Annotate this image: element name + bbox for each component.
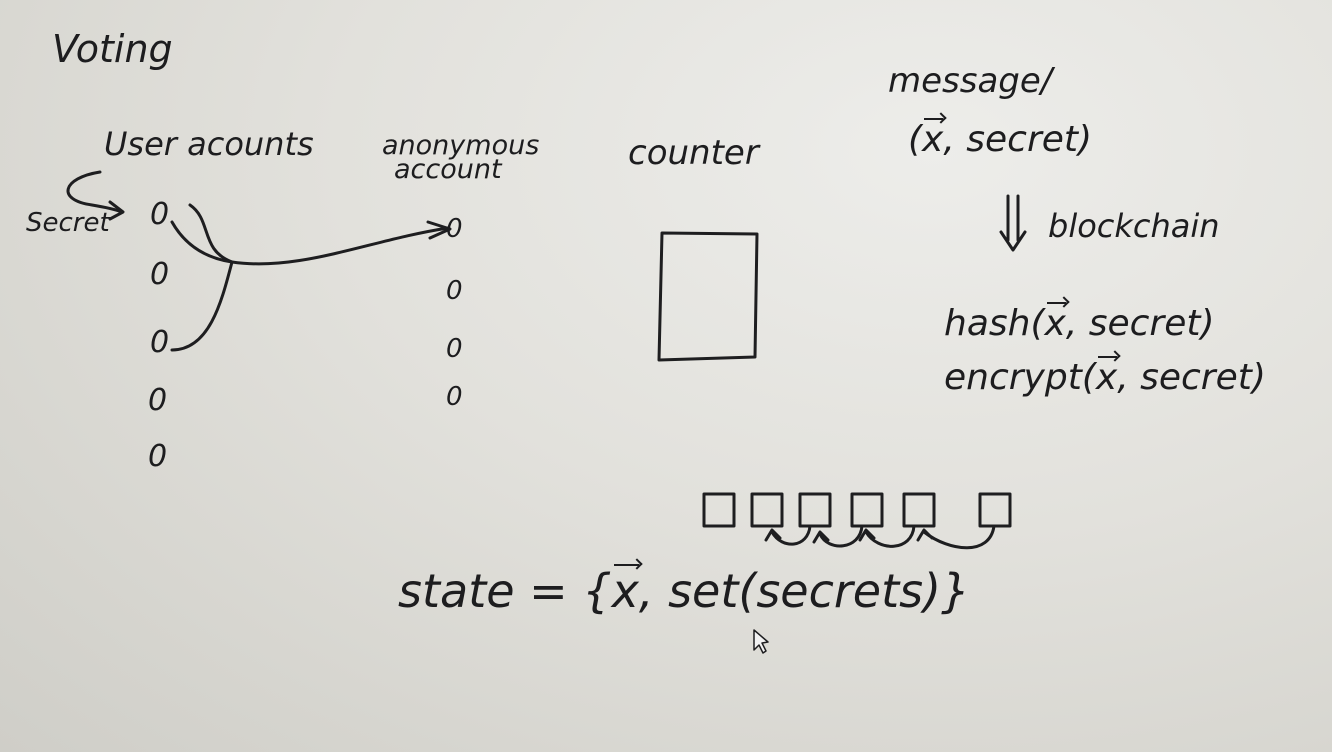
hash-rest: , secret) xyxy=(1065,303,1215,344)
message-tuple: (x, secret) xyxy=(908,118,1093,160)
blockchain-label: blockchain xyxy=(1048,207,1220,245)
mouse-cursor-icon xyxy=(753,629,769,654)
merge-curve-1 xyxy=(170,220,234,264)
page-title: Voting xyxy=(52,27,173,71)
anon-node-4: 0 xyxy=(446,382,463,412)
state-rest: , set(secrets)} xyxy=(638,564,971,618)
down-double-arrow-icon xyxy=(999,194,1027,252)
counter-label: counter xyxy=(628,133,759,173)
message-vector: x xyxy=(922,118,944,160)
state-prefix: state = { xyxy=(398,564,612,618)
message-rest: , secret) xyxy=(943,119,1093,160)
message-open: ( xyxy=(908,119,923,160)
user-accounts-label: User acounts xyxy=(104,125,314,163)
merge-curve-3 xyxy=(170,260,234,352)
user-node-4: 0 xyxy=(148,383,168,418)
hash-expression: hash(x, secret) xyxy=(944,302,1215,344)
secret-label: Secret xyxy=(26,208,110,238)
user-node-5: 0 xyxy=(148,439,168,474)
encrypt-vector: x xyxy=(1095,356,1118,398)
curved-arrow-icon xyxy=(66,170,124,214)
blockchain-back-links xyxy=(764,524,996,550)
account-label: account xyxy=(394,154,502,185)
counter-box xyxy=(657,231,759,362)
anon-node-3: 0 xyxy=(446,334,463,364)
link-arrow xyxy=(230,226,450,266)
curved-arrow-head xyxy=(108,200,125,221)
link-arrow-head xyxy=(426,220,452,240)
merge-curve-2 xyxy=(188,203,234,264)
user-node-2: 0 xyxy=(150,257,170,292)
hash-vector: x xyxy=(1044,302,1067,344)
state-expression: state = {x, set(secrets)} xyxy=(398,564,970,618)
encrypt-expression: encrypt(x, secret) xyxy=(944,356,1266,398)
blockchain-blocks xyxy=(702,492,1012,528)
encrypt-rest: , secret) xyxy=(1117,357,1266,398)
anonymous-label: anonymous xyxy=(382,130,540,161)
encrypt-fn: encrypt( xyxy=(944,357,1096,398)
user-node-3: 0 xyxy=(150,325,170,360)
state-vector: x xyxy=(611,564,640,618)
hash-fn: hash( xyxy=(944,303,1045,344)
message-label: message/ xyxy=(888,61,1053,101)
anon-node-1: 0 xyxy=(446,214,463,244)
user-node-1: 0 xyxy=(150,197,170,232)
anon-node-2: 0 xyxy=(446,276,463,306)
